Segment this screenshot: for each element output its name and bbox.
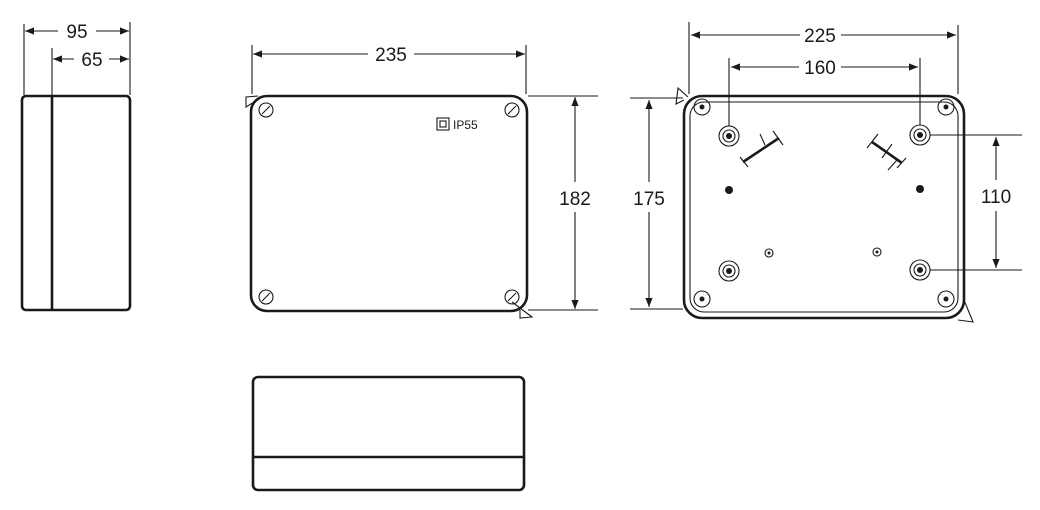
corner-hole-bottom-left — [693, 290, 711, 308]
side-view — [20, 22, 132, 312]
back-corner-lug-top-left — [675, 86, 689, 105]
dim-back-hole-spacing-x: 160 — [731, 58, 918, 79]
ip-rating-label: IP55 — [436, 117, 478, 132]
mounting-hole-bottom-right — [909, 259, 931, 281]
dim-label-front-width: 235 — [375, 45, 407, 66]
dim-front-width: 235 — [253, 45, 525, 66]
bottom-view-outline — [251, 375, 526, 492]
small-hole-right — [872, 247, 882, 257]
wall-plug-left — [739, 130, 784, 168]
side-view-outline — [20, 94, 132, 312]
ip-rating-square-icon — [436, 117, 450, 131]
front-view: IP55 — [245, 45, 598, 319]
dim-label-back-height: 175 — [633, 189, 665, 210]
front-corner-lug-bottom-right — [511, 301, 534, 319]
bottom-view — [251, 375, 526, 492]
lid-screw-bottom-right — [504, 289, 520, 305]
lid-screw-bottom-left — [258, 289, 274, 305]
lid-screw-top-left — [258, 102, 274, 118]
mounting-hole-top-left — [718, 125, 740, 147]
back-base-inner-rim — [689, 101, 959, 313]
corner-hole-top-right — [937, 98, 955, 116]
dim-back-hole-spacing-y: 110 — [981, 137, 1011, 268]
dim-label-back-hole-spacing-y: 110 — [981, 187, 1011, 208]
small-hole-left — [764, 248, 774, 258]
front-lid-outline — [249, 94, 529, 313]
knockout-dot-right — [916, 185, 924, 193]
corner-hole-top-left — [693, 98, 711, 116]
dim-label-front-height: 182 — [559, 189, 591, 210]
dim-label-back-hole-spacing-x: 160 — [804, 58, 836, 79]
back-corner-lug-bottom-right — [957, 299, 974, 323]
dim-back-width: 225 — [691, 26, 956, 47]
back-view — [630, 22, 1022, 323]
dim-front-height: 182 — [559, 97, 591, 309]
mounting-hole-bottom-left — [718, 260, 740, 282]
knockout-dot-left — [725, 186, 733, 194]
dim-side-overall: 95 — [25, 22, 129, 43]
dim-label-side-body: 65 — [81, 50, 102, 71]
ip-rating-text: IP55 — [453, 118, 478, 132]
dim-label-side-overall: 95 — [66, 22, 87, 43]
lid-screw-top-right — [504, 102, 520, 118]
dim-side-body: 65 — [53, 50, 129, 71]
wall-plug-right — [866, 133, 907, 171]
mounting-hole-top-right — [909, 124, 931, 146]
corner-hole-bottom-right — [937, 290, 955, 308]
back-base-outline — [682, 94, 966, 320]
dim-back-height: 175 — [633, 100, 665, 307]
dim-label-back-width: 225 — [804, 26, 836, 47]
